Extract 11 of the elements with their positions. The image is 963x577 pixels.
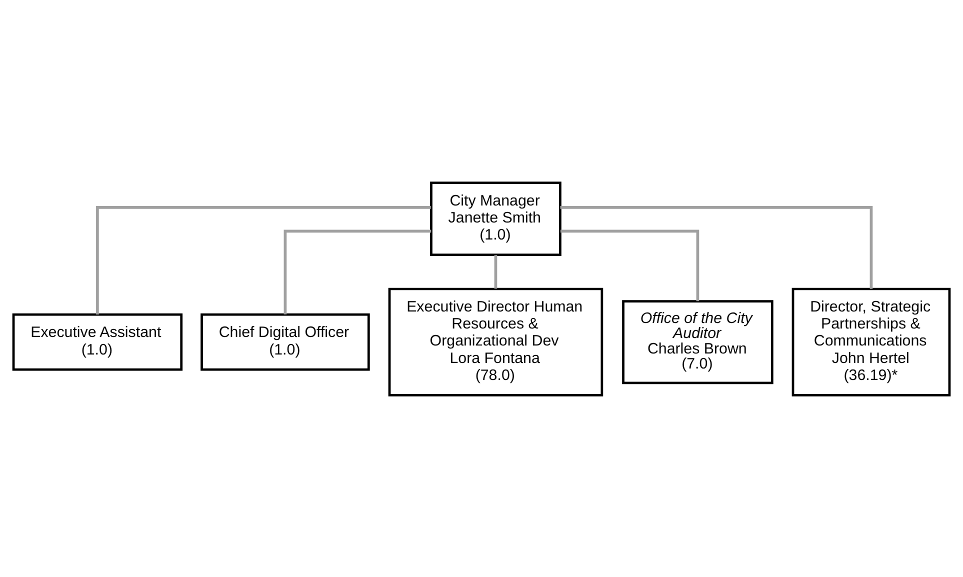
node-box: Executive Assistant (1.0) bbox=[12, 312, 183, 370]
node-box: Executive Director Human Resources & Organizational Dev Lora Fontana (78.0) bbox=[388, 287, 604, 396]
node-box: City Manager Janette Smith (1.0) bbox=[430, 181, 562, 256]
node-box: Director, Strategic Partnerships & Communications John Hertel (36.19)* bbox=[792, 287, 951, 396]
connector bbox=[560, 229, 700, 301]
node-box: Office of the City Auditor Charles Brown (7.0) bbox=[622, 300, 774, 384]
connector bbox=[96, 206, 431, 314]
connector bbox=[494, 254, 498, 288]
node-box: Chief Digital Officer (1.0) bbox=[200, 312, 370, 370]
connector bbox=[560, 206, 873, 288]
connector bbox=[284, 229, 432, 314]
